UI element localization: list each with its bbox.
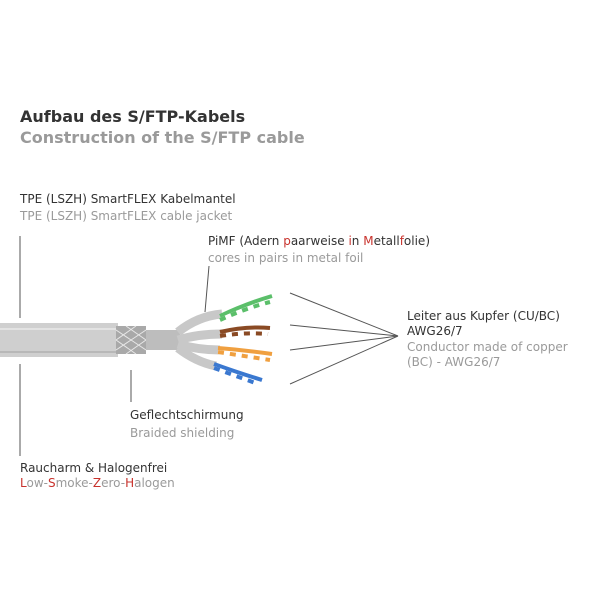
pimf-part: n [351,234,364,248]
orange-pair [217,346,273,362]
pair-foil-2 [176,329,223,345]
title-german: Aufbau des S/FTP-Kabels [20,107,246,126]
pimf-part: etall [373,234,400,248]
inner-core [146,330,180,350]
blue-pair [213,362,263,386]
conductor-label-en-line2: (BC) - AWG26/7 [407,355,501,369]
pair-foil-1 [175,309,223,336]
lszh-highlight: H [125,476,135,490]
brown-pair [219,325,271,338]
jacket-label-de: TPE (LSZH) SmartFLEX Kabelmantel [20,192,236,206]
lszh-highlight: S [47,476,56,490]
pimf-part: olie) [403,234,430,248]
pimf-highlight: M [363,234,374,248]
conductor-label-de-line2: AWG26/7 [407,324,463,338]
title-english: Construction of the S/FTP cable [20,128,305,147]
pointer-pimf [204,265,210,313]
pimf-highlight: f [399,234,404,248]
pimf-label-de: PiMF (Adern paarweise in Metallfolie) [208,234,430,248]
lszh-part: ow- [26,476,48,490]
shield-label-de: Geflechtschirmung [130,408,244,422]
lszh-label-de: Raucharm & Halogenfrei [20,461,168,475]
conductor-label-de-line1: Leiter aus Kupfer (CU/BC) [407,309,560,323]
conductor-label-en-line1: Conductor made of copper [407,340,568,354]
shield-label-en: Braided shielding [130,426,235,440]
braid-pattern [115,325,147,355]
lszh-highlight: Z [92,476,102,490]
lszh-highlight: L [20,476,27,490]
green-pair [219,294,273,322]
jacket-label-en: TPE (LSZH) SmartFLEX cable jacket [20,209,233,223]
lszh-part: alogen [134,476,175,490]
pimf-highlight: p [283,234,291,248]
pimf-part: aarweise [290,234,349,248]
lszh-part: ero- [101,476,126,490]
pointer-conductor [289,292,399,385]
pimf-part: PiMF (Adern [208,234,284,248]
pimf-label-en: cores in pairs in metal foil [208,251,364,265]
lszh-part: moke- [55,476,93,490]
pair-foil-4 [175,344,217,371]
lszh-label-en: Low-Smoke-Zero-Halogen [20,476,175,490]
pimf-highlight: i [348,234,352,248]
